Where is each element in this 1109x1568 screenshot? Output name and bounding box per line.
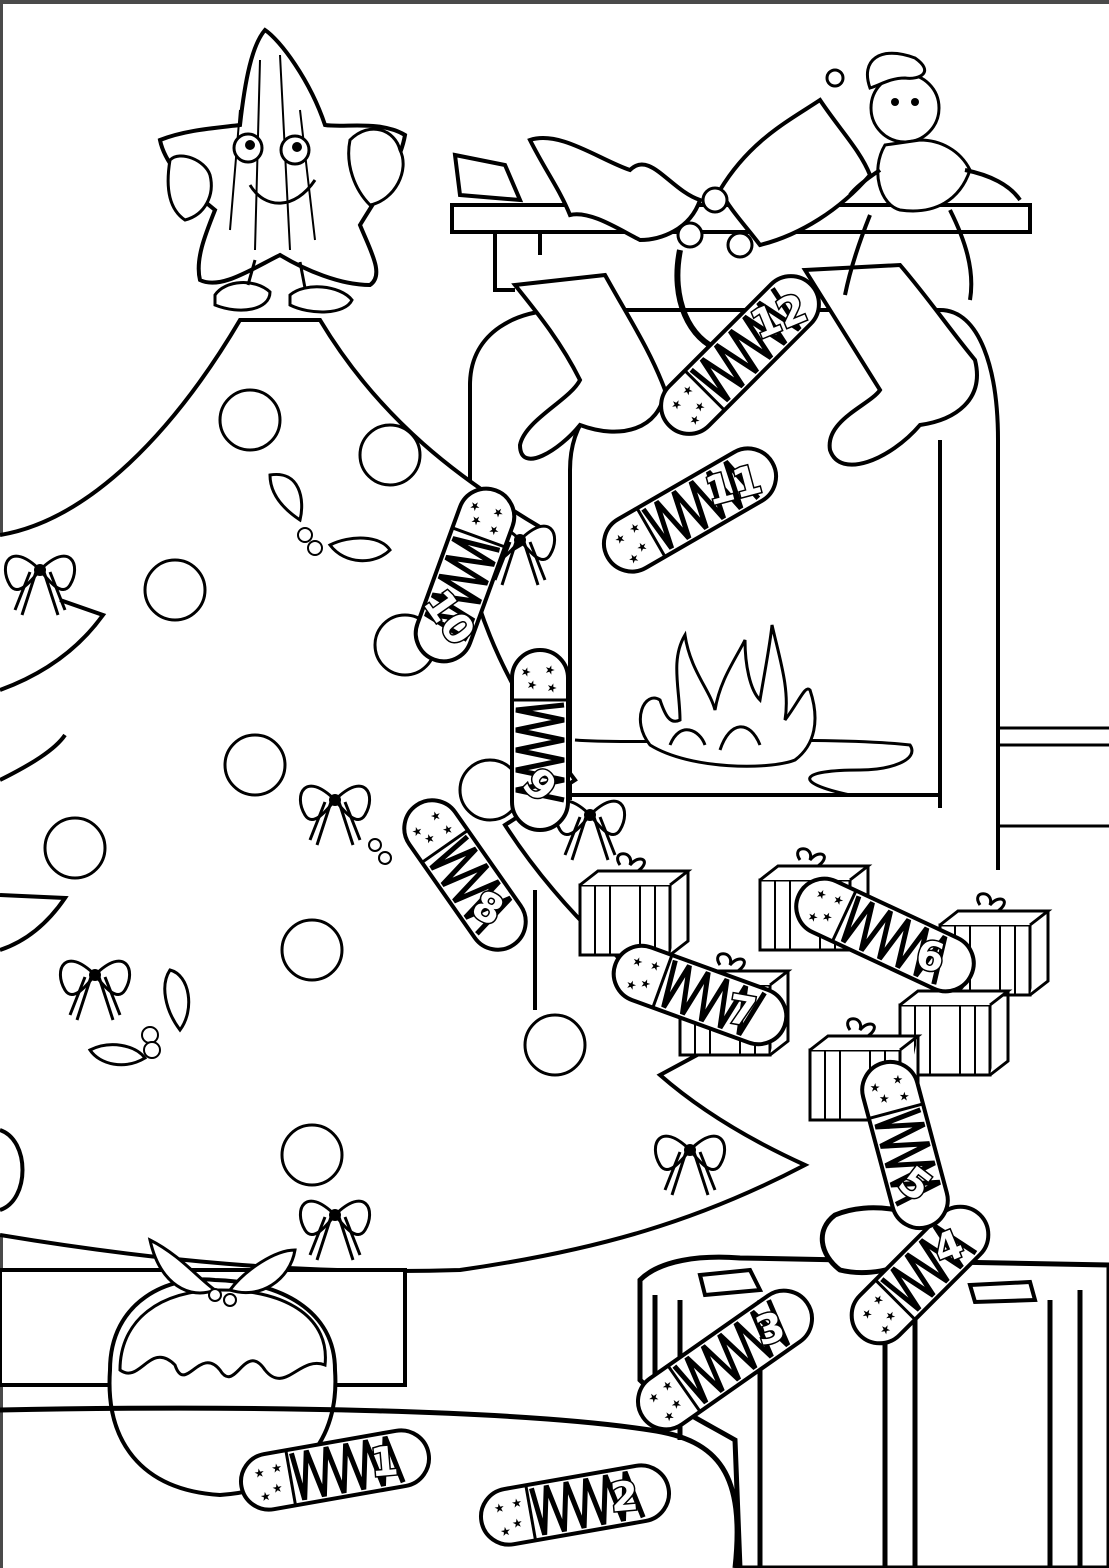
svg-text:★: ★ bbox=[510, 1495, 523, 1511]
svg-text:★: ★ bbox=[867, 1081, 883, 1095]
path-square-2[interactable]: ★★★★2 bbox=[477, 1461, 674, 1549]
path-square-number: 2 bbox=[608, 1473, 640, 1521]
svg-text:★: ★ bbox=[890, 1073, 906, 1087]
svg-text:★: ★ bbox=[490, 505, 507, 520]
svg-text:★: ★ bbox=[624, 976, 639, 993]
path-square-12[interactable]: ★★★★12 bbox=[647, 262, 834, 449]
christmas-tree bbox=[0, 318, 810, 1387]
svg-text:★: ★ bbox=[896, 1089, 912, 1103]
frame-top-edge bbox=[0, 0, 1109, 4]
game-path: ★★★★1★★★★2★★★★3★★★★4★★★★5★★★★6★★★★7★★★★8… bbox=[237, 262, 1000, 1549]
presents-pile bbox=[533, 847, 1050, 1122]
svg-text:★: ★ bbox=[813, 886, 829, 903]
svg-text:★: ★ bbox=[630, 953, 645, 970]
svg-text:★: ★ bbox=[876, 1092, 892, 1106]
svg-text:★: ★ bbox=[519, 667, 533, 678]
stockings bbox=[511, 262, 979, 467]
svg-text:★: ★ bbox=[545, 683, 559, 694]
path-square-7[interactable]: ★★★★7 bbox=[606, 938, 794, 1052]
svg-text:★: ★ bbox=[805, 908, 821, 925]
svg-text:★: ★ bbox=[468, 513, 485, 528]
svg-text:★: ★ bbox=[638, 975, 653, 992]
path-square-4[interactable]: ★★★★4 bbox=[840, 1195, 1000, 1355]
svg-text:★: ★ bbox=[831, 891, 847, 908]
path-square-number: 7 bbox=[724, 986, 759, 1036]
svg-text:★: ★ bbox=[270, 1460, 283, 1476]
path-square-8[interactable]: ★★★★8 bbox=[393, 789, 536, 960]
svg-text:★: ★ bbox=[499, 1524, 512, 1540]
svg-text:★: ★ bbox=[486, 523, 503, 538]
svg-text:★: ★ bbox=[253, 1465, 266, 1481]
mantel-holly bbox=[452, 97, 873, 353]
path-square-1[interactable]: ★★★★1 bbox=[237, 1426, 434, 1514]
path-square-number: 1 bbox=[368, 1438, 400, 1486]
svg-text:★: ★ bbox=[648, 958, 663, 975]
elf-character bbox=[825, 51, 1022, 301]
svg-text:★: ★ bbox=[493, 1500, 506, 1516]
path-square-9[interactable]: ★★★★9 bbox=[510, 648, 570, 832]
path-square-3[interactable]: ★★★★3 bbox=[627, 1280, 823, 1441]
svg-text:★: ★ bbox=[819, 908, 835, 925]
svg-text:★: ★ bbox=[259, 1489, 272, 1505]
path-square-11[interactable]: ★★★★11 bbox=[594, 438, 788, 584]
svg-text:★: ★ bbox=[525, 680, 539, 691]
svg-text:★: ★ bbox=[511, 1515, 524, 1531]
svg-text:★: ★ bbox=[467, 499, 484, 514]
svg-text:★: ★ bbox=[543, 665, 557, 676]
path-square-6[interactable]: ★★★★6 bbox=[787, 869, 983, 1000]
table-edge bbox=[0, 1405, 740, 1568]
fire-flames bbox=[639, 624, 817, 768]
star-character bbox=[157, 27, 408, 314]
svg-text:★: ★ bbox=[271, 1480, 284, 1496]
path-square-5[interactable]: ★★★★5 bbox=[856, 1056, 954, 1235]
christmas-pudding bbox=[107, 1237, 338, 1498]
